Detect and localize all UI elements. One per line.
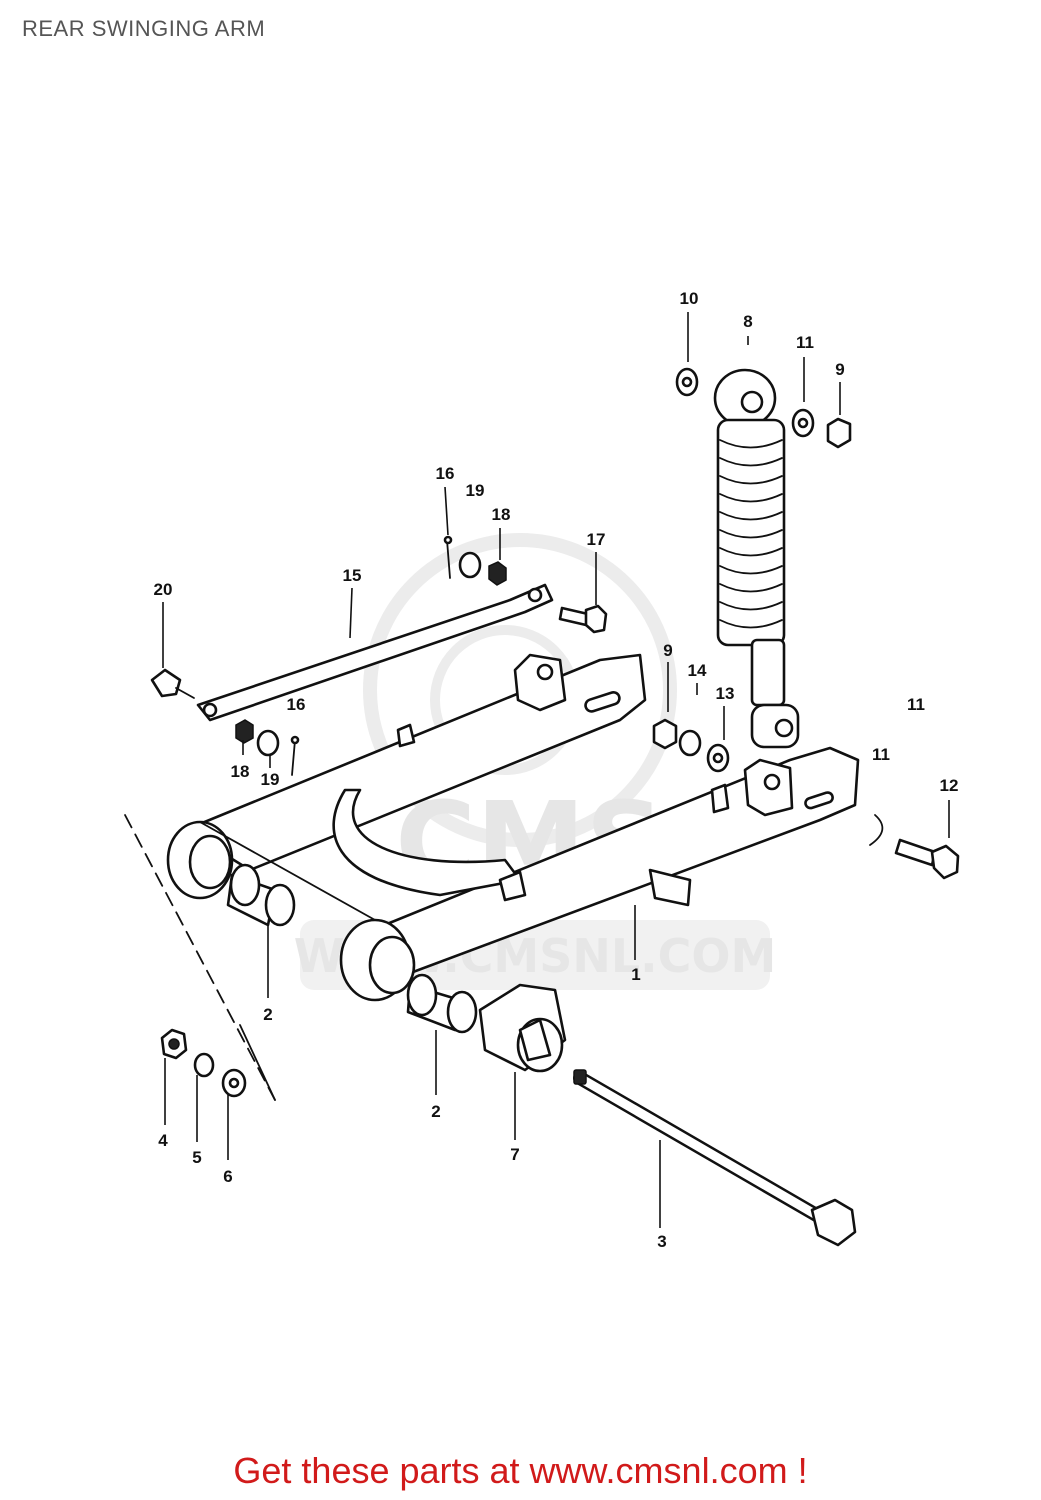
callout-11-faint: 11 (907, 695, 925, 714)
callout-19-lower: 19 (261, 770, 280, 789)
leader-lines (162, 312, 950, 1228)
nut-washers (124, 814, 276, 1101)
callout-7: 7 (510, 1145, 519, 1164)
callout-5: 5 (192, 1148, 201, 1167)
bushing-left (226, 863, 296, 927)
bushing-right (406, 973, 478, 1034)
callout-8: 8 (743, 312, 752, 331)
small-hardware (150, 367, 960, 880)
callout-2-right: 2 (431, 1102, 440, 1121)
callout-18: 18 (492, 505, 511, 524)
shock-absorber (713, 368, 800, 749)
callout-20: 20 (154, 580, 173, 599)
pivot-cap (478, 983, 567, 1073)
torque-rod (196, 583, 554, 722)
page-title: REAR SWINGING ARM (22, 16, 266, 41)
callout-16-lower: 16 (287, 695, 306, 714)
callout-9: 9 (835, 360, 844, 379)
callout-6: 6 (223, 1167, 232, 1186)
callout-13: 13 (716, 684, 735, 703)
callout-14: 14 (688, 661, 707, 680)
callout-9-lower: 9 (663, 641, 672, 660)
callout-19: 19 (466, 481, 485, 500)
callout-11-lower: 11 (872, 745, 890, 764)
callouts: 10 8 11 9 16 19 18 17 15 20 9 14 13 18 1… (154, 289, 959, 1251)
callout-2-left: 2 (263, 1005, 272, 1024)
callout-11: 11 (796, 333, 814, 352)
callout-17: 17 (587, 530, 606, 549)
callout-10: 10 (680, 289, 699, 308)
callout-12: 12 (940, 776, 959, 795)
callout-1: 1 (631, 965, 640, 984)
callout-4: 4 (158, 1131, 168, 1150)
callout-3: 3 (657, 1232, 666, 1251)
footer-link[interactable]: Get these parts at www.cmsnl.com ! (233, 1450, 808, 1491)
pivot-bolt (573, 1069, 857, 1247)
callout-16: 16 (436, 464, 455, 483)
callout-18-lower: 18 (231, 762, 250, 781)
callout-15: 15 (343, 566, 362, 585)
swing-arm (166, 653, 860, 1002)
